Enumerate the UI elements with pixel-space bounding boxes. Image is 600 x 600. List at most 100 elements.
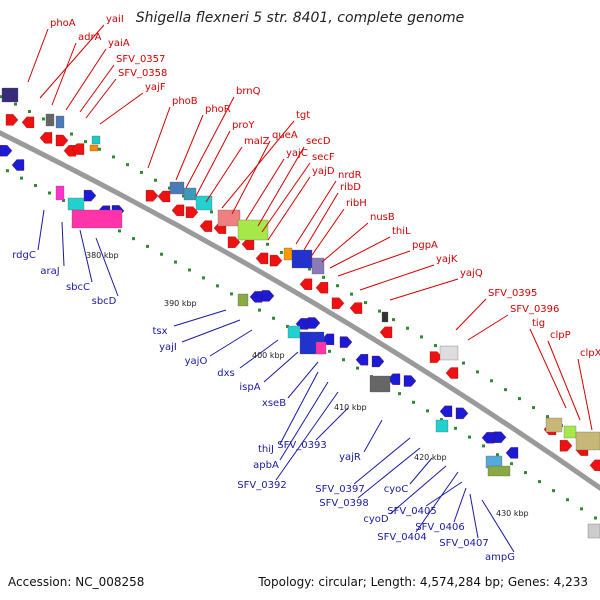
gene-block[interactable] xyxy=(217,209,241,227)
gene-block[interactable] xyxy=(91,135,101,145)
gene-block[interactable] xyxy=(1,87,19,103)
gene-block[interactable] xyxy=(439,345,459,361)
gene-label-top[interactable]: nrdR xyxy=(338,170,362,181)
gene-label-bottom[interactable]: SFV_0407 xyxy=(439,538,488,549)
gene-label-top[interactable]: yajC xyxy=(286,148,308,159)
gene-block[interactable] xyxy=(575,431,600,451)
gene-block[interactable] xyxy=(71,209,123,229)
gene-arrow[interactable] xyxy=(493,431,507,443)
gene-label-bottom[interactable]: SFV_0392 xyxy=(237,480,286,491)
gene-arrow[interactable] xyxy=(371,355,385,368)
gene-arrow[interactable] xyxy=(349,302,363,314)
gene-label-bottom[interactable]: tsx xyxy=(152,326,167,337)
gene-block[interactable] xyxy=(545,417,563,433)
gene-label-bottom[interactable]: cyoC xyxy=(384,484,409,495)
gene-arrow[interactable] xyxy=(21,116,35,128)
gene-arrow[interactable] xyxy=(505,447,519,459)
gene-label-bottom[interactable]: sbcC xyxy=(66,282,90,293)
gene-arrow[interactable] xyxy=(39,132,53,144)
gene-arrow[interactable] xyxy=(145,190,159,202)
gene-label-top[interactable]: pgpA xyxy=(412,240,438,251)
gene-label-bottom[interactable]: rdgC xyxy=(12,250,36,261)
gene-arrow[interactable] xyxy=(339,336,353,348)
gene-arrow[interactable] xyxy=(269,254,283,267)
gene-block[interactable] xyxy=(183,187,197,201)
gene-label-top[interactable]: SFV_0358 xyxy=(118,68,167,79)
gene-label-bottom[interactable]: sbcD xyxy=(92,296,117,307)
gene-label-top[interactable]: ribD xyxy=(340,182,361,193)
gene-label-top[interactable]: tig xyxy=(532,318,545,329)
gene-block[interactable] xyxy=(369,375,391,393)
gene-label-top[interactable]: tgt xyxy=(296,110,310,121)
gene-label-bottom[interactable]: araJ xyxy=(40,266,59,277)
gene-block[interactable] xyxy=(67,197,85,211)
gene-label-top[interactable]: clpP xyxy=(550,330,571,341)
gene-arrow[interactable] xyxy=(227,236,241,248)
gene-block[interactable] xyxy=(287,325,301,339)
gene-label-bottom[interactable]: SFV_0406 xyxy=(415,522,464,533)
gene-label-top[interactable]: proY xyxy=(232,120,255,131)
gene-block[interactable] xyxy=(55,185,65,201)
gene-label-top[interactable]: yajD xyxy=(312,166,335,177)
gene-label-bottom[interactable]: yajR xyxy=(339,452,361,463)
gene-block[interactable] xyxy=(563,425,577,439)
gene-label-top[interactable]: yajQ xyxy=(460,268,483,279)
gene-label-top[interactable]: phoB xyxy=(172,96,198,107)
gene-label-bottom[interactable]: dxs xyxy=(217,368,234,379)
gene-arrow[interactable] xyxy=(379,326,393,338)
gene-block[interactable] xyxy=(381,311,389,323)
gene-label-top[interactable]: yajK xyxy=(436,254,458,265)
gene-label-bottom[interactable]: yajO xyxy=(185,356,208,367)
gene-arrow[interactable] xyxy=(439,405,453,417)
gene-arrow[interactable] xyxy=(249,291,263,303)
gene-arrow[interactable] xyxy=(481,432,495,444)
gene-block[interactable] xyxy=(291,249,313,269)
gene-arrow[interactable] xyxy=(55,134,69,147)
gene-label-top[interactable]: yaiA xyxy=(108,38,130,49)
gene-label-bottom[interactable]: ispA xyxy=(239,382,260,393)
gene-label-top[interactable]: ribH xyxy=(346,198,367,209)
gene-arrow[interactable] xyxy=(255,252,269,265)
gene-label-bottom[interactable]: SFV_0393 xyxy=(277,440,326,451)
gene-arrow[interactable] xyxy=(403,375,417,387)
gene-label-top[interactable]: SFV_0357 xyxy=(116,54,165,65)
gene-label-top[interactable]: secF xyxy=(312,152,335,163)
gene-block[interactable] xyxy=(89,144,99,152)
gene-label-top[interactable]: thiL xyxy=(392,226,411,237)
gene-label-bottom[interactable]: SFV_0404 xyxy=(377,532,426,543)
gene-arrow[interactable] xyxy=(589,459,600,471)
gene-block[interactable] xyxy=(237,219,269,241)
gene-arrow[interactable] xyxy=(71,143,85,155)
gene-arrow[interactable] xyxy=(83,189,97,202)
gene-label-top[interactable]: yaiI xyxy=(106,14,124,25)
gene-label-top[interactable]: adrA xyxy=(78,32,102,43)
gene-label-bottom[interactable]: apbA xyxy=(253,460,279,471)
gene-arrow[interactable] xyxy=(11,159,25,171)
gene-label-top[interactable]: SFV_0395 xyxy=(488,288,537,299)
gene-arrow[interactable] xyxy=(331,297,345,309)
gene-block[interactable] xyxy=(311,257,325,275)
gene-arrow[interactable] xyxy=(5,114,19,126)
gene-arrow[interactable] xyxy=(355,354,369,366)
gene-block[interactable] xyxy=(283,247,293,261)
gene-label-top[interactable]: phoA xyxy=(50,18,76,29)
gene-label-top[interactable]: phoR xyxy=(205,104,231,115)
gene-arrow[interactable] xyxy=(307,317,321,329)
gene-label-bottom[interactable]: SFV_0398 xyxy=(319,498,368,509)
gene-arrow[interactable] xyxy=(0,145,13,157)
gene-arrow[interactable] xyxy=(455,407,469,419)
gene-label-top[interactable]: queA xyxy=(272,130,298,141)
gene-arrow[interactable] xyxy=(299,278,313,290)
gene-arrow[interactable] xyxy=(315,282,329,294)
gene-label-top[interactable]: secD xyxy=(306,136,331,147)
gene-block[interactable] xyxy=(435,419,449,433)
gene-arrow[interactable] xyxy=(261,290,275,302)
gene-label-top[interactable]: brnQ xyxy=(236,86,261,97)
gene-label-bottom[interactable]: SFV_0397 xyxy=(315,484,364,495)
gene-label-bottom[interactable]: ampG xyxy=(485,552,515,563)
gene-block[interactable] xyxy=(237,293,249,307)
gene-arrow[interactable] xyxy=(429,351,443,363)
gene-block[interactable] xyxy=(169,181,185,195)
gene-arrow[interactable] xyxy=(559,440,573,452)
gene-label-bottom[interactable]: cyoD xyxy=(363,514,389,525)
